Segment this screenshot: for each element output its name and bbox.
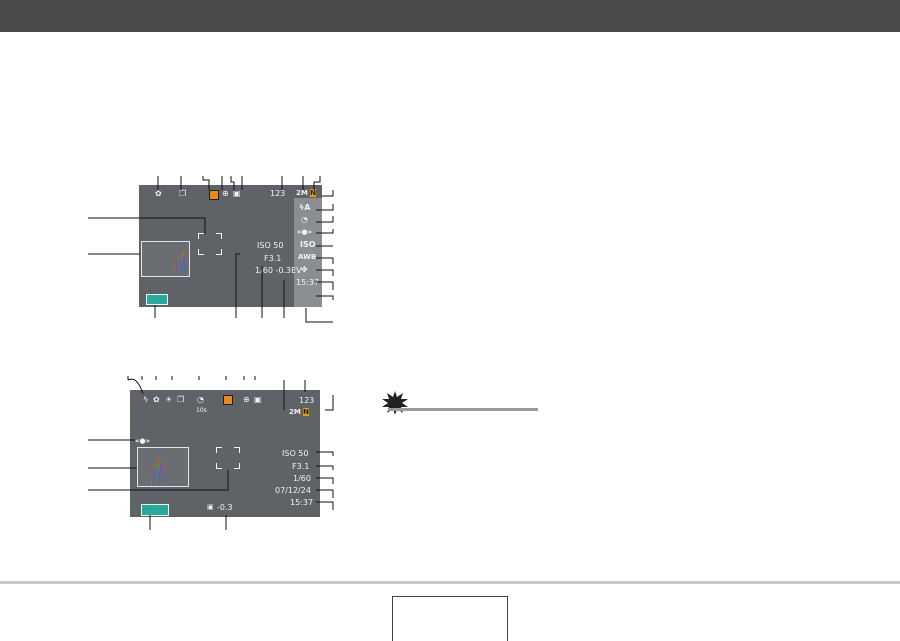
white-balance: AWB <box>298 253 317 261</box>
macro-icon: ✿ <box>155 189 162 198</box>
right-indicator-panel <box>294 198 322 307</box>
aperture-value: F3.1 <box>292 462 310 471</box>
clock-time: 15:37 <box>290 498 314 507</box>
iso-sensitivity: ISO 50 <box>257 241 284 250</box>
macro-icon: ✿ <box>153 395 160 404</box>
self-timer-icon: ◔ <box>197 395 204 404</box>
remaining-shots: 123 <box>299 396 315 405</box>
histogram-icon <box>137 447 189 487</box>
iso-label: ISO <box>300 240 316 249</box>
focus-frame-icon <box>198 233 222 255</box>
zoom-icon: ⊕ <box>222 189 229 198</box>
quality-icon: N <box>303 408 309 416</box>
remaining-shots: 123 <box>270 189 286 198</box>
date-value: 07/12/24 <box>275 486 311 495</box>
important-divider <box>388 408 538 411</box>
self-timer-icon: ◔ <box>301 215 308 224</box>
flash-icon: ϟ <box>143 395 149 404</box>
shutter-value: 1/60 <box>293 474 311 483</box>
important-burst-icon <box>382 391 408 415</box>
title-bar <box>0 0 900 32</box>
flash-mode: ϟA <box>299 203 311 212</box>
monitor-screen-movie: ϟ ✿ ☀ ❐ ◔ 10s ⊕ ▣ 2M N 123 «●» ISO 50 F3… <box>130 390 320 517</box>
anti-shake-icon: «●» <box>135 437 151 445</box>
clock-time: 15:37 <box>296 278 320 287</box>
battery-icon <box>141 504 169 516</box>
white-balance-icon: ☀ <box>165 395 173 404</box>
self-timer-value: 10s <box>196 407 207 414</box>
aperture-value: F3.1 <box>264 254 282 263</box>
color-filter-icon: ✤ <box>301 265 308 274</box>
image-size-icon: 2M <box>296 189 308 197</box>
metering-icon: ▣ <box>233 189 241 198</box>
ev-value: -0.3 <box>217 503 233 512</box>
focus-frame-icon <box>216 447 240 469</box>
focus-mode-icon <box>223 395 233 405</box>
anti-shake-icon: «●» <box>297 228 313 236</box>
zoom-icon: ⊕ <box>243 395 250 404</box>
monitor-screen-snapshot: ✿ ❐ ⊕ ▣ 123 2M N ϟA ◔ «●» ISO AWB ✤ 15:3… <box>139 185 322 307</box>
histogram-icon <box>141 241 190 277</box>
continuous-shutter-icon: ❐ <box>179 189 187 198</box>
image-size-icon: 2M <box>289 408 301 416</box>
shutter-ev-value: 1/60 -0.3EV <box>255 266 302 275</box>
page-number-box <box>392 596 508 641</box>
footer-divider <box>0 581 900 584</box>
continuous-shutter-icon: ❐ <box>177 395 185 404</box>
iso-sensitivity: ISO 50 <box>282 449 309 458</box>
focus-mode-icon <box>209 190 219 200</box>
battery-icon <box>146 294 168 305</box>
metering-icon: ▣ <box>254 395 262 404</box>
quality-icon: N <box>310 189 316 197</box>
ev-icon: ▣ <box>207 503 214 511</box>
